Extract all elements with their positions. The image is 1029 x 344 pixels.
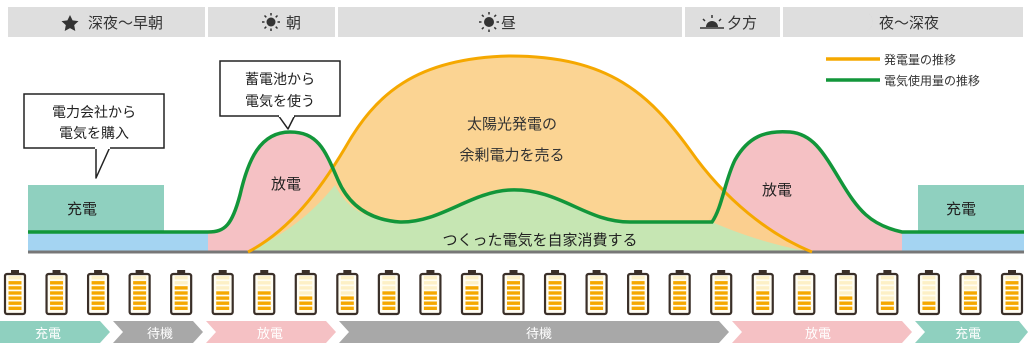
battery-icon: [294, 270, 317, 316]
discharge-area-right: [700, 131, 902, 232]
sunset-icon: [700, 15, 724, 29]
time-period-cell: [8, 7, 205, 37]
callout-buy-electricity: 電力会社から 電気を購入: [23, 93, 165, 179]
battery-icon: [959, 270, 982, 316]
time-period-bar: 深夜〜早朝 朝 昼: [8, 7, 1023, 37]
status-label: 待機: [147, 327, 173, 342]
star-icon: [61, 15, 79, 31]
surplus-label-line-1: 太陽光発電の: [467, 115, 557, 133]
status-label: 放電: [805, 327, 831, 342]
time-period-label: 夜〜深夜: [879, 14, 939, 32]
generation-line: [247, 54, 813, 254]
battery-icon: [585, 270, 608, 316]
callout-text-line: 電気を購入: [59, 126, 129, 142]
discharge-label-right: 放電: [762, 181, 792, 199]
grid-power-strip-right: [902, 232, 1024, 252]
battery-icon: [170, 270, 193, 316]
charge-label-left: 充電: [67, 200, 97, 218]
surplus-label-line-2: 余剰電力を売る: [459, 146, 564, 164]
status-label: 充電: [35, 326, 61, 342]
battery-icon: [253, 270, 276, 316]
battery-icon: [543, 270, 567, 316]
callout-text-line: 電気を使う: [245, 93, 315, 110]
callout-text-line: 蓄電池から: [245, 72, 315, 88]
time-period-cell: [685, 7, 780, 37]
charge-block-left: [28, 185, 164, 232]
battery-icon: [460, 270, 484, 316]
time-period-label: 深夜〜早朝: [88, 14, 163, 32]
legend-label-usage: 電気使用量の推移: [884, 73, 980, 88]
battery-icon: [627, 270, 650, 316]
battery-icon: [419, 270, 442, 316]
status-label: 放電: [257, 327, 283, 342]
battery-icon: [377, 270, 400, 316]
time-period-label: 昼: [501, 14, 516, 32]
battery-row: [3, 270, 1024, 316]
status-label: 充電: [955, 326, 981, 342]
battery-icon: [793, 270, 816, 316]
usage-line: [28, 129, 1024, 234]
battery-icon: [211, 270, 234, 316]
sun-icon: [479, 12, 499, 32]
time-period-label: 夕方: [727, 14, 757, 32]
charge-block-right: [918, 185, 1024, 232]
battery-icon: [502, 270, 525, 316]
battery-icon: [336, 270, 359, 316]
status-segment-standby: [113, 321, 203, 343]
battery-icon: [751, 270, 774, 316]
battery-icon: [834, 270, 857, 316]
time-period-label: 朝: [286, 14, 301, 32]
discharge-label-left: 放電: [271, 175, 301, 193]
status-segment-discharge: [732, 321, 912, 343]
callout-text-line: 電力会社から: [52, 105, 136, 121]
battery-icon: [1000, 270, 1024, 316]
battery-icon: [917, 270, 941, 316]
status-segment-charge: [0, 321, 110, 343]
status-label: 待機: [526, 327, 552, 342]
battery-icon: [86, 270, 110, 316]
charge-label-right: 充電: [946, 200, 976, 218]
self-consumption-area: [248, 185, 812, 252]
battery-icon: [128, 270, 151, 316]
status-bar: 充電 待機 放電 待機 放電 充電: [0, 321, 1028, 343]
grid-power-strip-left: [28, 232, 208, 252]
self-consumption-label: つくった電気を自家消費する: [442, 231, 637, 249]
legend: 発電量の推移 電気使用量の推移: [826, 53, 980, 88]
battery-icon: [45, 270, 68, 316]
sun-low-icon: [262, 13, 280, 31]
status-segment-standby: [339, 321, 729, 343]
status-segment-charge: [915, 321, 1028, 343]
legend-label-generation: 発電量の推移: [884, 53, 956, 67]
callout-use-battery: 蓄電池から 電気を使う: [219, 60, 341, 130]
battery-icon: [3, 270, 27, 316]
generation-area: [248, 56, 812, 252]
battery-icon: [710, 270, 733, 316]
time-period-cell: [783, 7, 1023, 37]
battery-icon: [876, 270, 899, 316]
battery-icon: [668, 270, 691, 316]
time-period-cell: [338, 7, 682, 37]
status-segment-discharge: [206, 321, 336, 343]
